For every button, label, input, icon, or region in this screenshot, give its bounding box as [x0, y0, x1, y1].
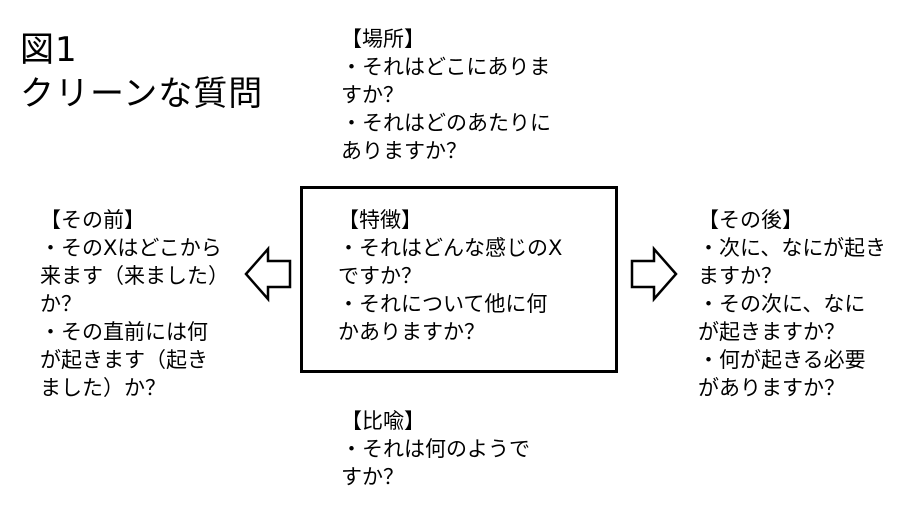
place-line: ・それはどのあたりに — [341, 111, 551, 135]
feature-heading: 【特徴】 — [338, 208, 422, 232]
metaphor-line: すか？ — [341, 465, 404, 489]
figure-number: 図1 — [20, 30, 78, 70]
after-line: ・次に、なにが起き — [698, 236, 886, 260]
place-line: ・それはどこにありま — [341, 55, 551, 79]
place-heading: 【場所】 — [341, 27, 425, 51]
metaphor-heading: 【比喩】 — [341, 409, 425, 433]
after-line: ・その次に、なに — [698, 292, 866, 316]
before-question-block: 【その前】 ・そのXはどこから 来ます（来ました） か？ ・その直前には何 が起… — [40, 206, 229, 402]
place-line: すか？ — [341, 83, 404, 107]
feature-box — [300, 186, 618, 373]
figure-title: 図1 クリーンな質問 — [20, 28, 263, 116]
before-line: か？ — [40, 292, 82, 316]
after-line: が起きますか？ — [698, 320, 845, 344]
before-line: ・その直前には何 — [40, 320, 208, 344]
after-line: ・何が起きる必要 — [698, 348, 866, 372]
metaphor-line: ・それは何のようで — [341, 437, 530, 461]
before-line: ・そのXはどこから — [40, 236, 222, 260]
figure-caption: クリーンな質問 — [20, 74, 264, 114]
feature-line: ですか？ — [338, 264, 422, 288]
hollow-right-arrow-icon — [630, 245, 678, 303]
after-heading: 【その後】 — [698, 208, 803, 232]
feature-line: かありますか？ — [338, 320, 485, 344]
metaphor-question-block: 【比喩】 ・それは何のようで すか？ — [341, 407, 530, 491]
place-question-block: 【場所】 ・それはどこにありま すか？ ・それはどのあたりに ありますか？ — [341, 25, 551, 165]
after-line: がありますか？ — [698, 376, 845, 400]
after-question-block: 【その後】 ・次に、なにが起き ますか？ ・その次に、なに が起きますか？ ・何… — [698, 206, 886, 402]
hollow-left-arrow-icon — [244, 245, 292, 303]
after-line: ますか？ — [698, 264, 782, 288]
feature-line: ・それはどんな感じのX — [338, 236, 563, 260]
before-line: ました）か？ — [40, 376, 166, 400]
feature-line: ・それについて他に何 — [338, 292, 548, 316]
place-line: ありますか？ — [341, 139, 467, 163]
feature-question-block: 【特徴】 ・それはどんな感じのX ですか？ ・それについて他に何 かありますか？ — [338, 206, 562, 346]
before-heading: 【その前】 — [40, 208, 145, 232]
before-line: が起きます（起き — [40, 348, 208, 372]
before-line: 来ます（来ました） — [40, 264, 229, 288]
